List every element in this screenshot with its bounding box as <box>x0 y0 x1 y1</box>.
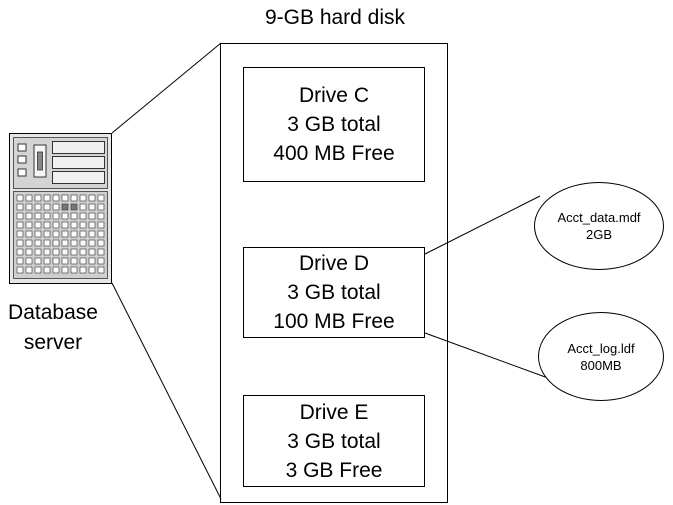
drive-name: Drive D <box>298 252 369 275</box>
drive-free: 400 MB Free <box>273 142 395 165</box>
hard-disk-title: 9-GB hard disk <box>264 6 406 29</box>
connector-log-file <box>424 332 549 379</box>
drive-total: 3 GB total <box>287 113 381 136</box>
file-name: Acct_data.mdf <box>557 210 641 225</box>
database-server-icon <box>9 133 112 284</box>
drive-total: 3 GB total <box>287 281 381 304</box>
server-label-line2: server <box>23 331 83 354</box>
drive-name: Drive C <box>298 84 369 107</box>
hard-disk-box <box>220 43 448 503</box>
drive-total: 3 GB total <box>287 429 381 453</box>
drive-free: 3 GB Free <box>285 458 383 482</box>
zoom-line-bottom <box>111 282 222 500</box>
server-label-line1: Database <box>8 301 98 324</box>
server-label: Database server <box>0 298 106 358</box>
file-name: Acct_log.ldf <box>567 340 635 356</box>
connector-data-file <box>424 195 541 255</box>
drive-e-box: Drive E 3 GB total 3 GB Free <box>243 395 425 487</box>
file-size: 800MB <box>580 357 622 373</box>
data-file-ellipse: Acct_data.mdf 2GB <box>534 182 664 270</box>
drive-c-box: Drive C 3 GB total 400 MB Free <box>243 67 425 182</box>
drive-d-box: Drive D 3 GB total 100 MB Free <box>243 247 425 338</box>
log-file-ellipse: Acct_log.ldf 800MB <box>538 312 664 401</box>
zoom-line-top <box>111 42 222 134</box>
file-size: 2GB <box>585 227 612 242</box>
drive-name: Drive E <box>299 400 369 424</box>
drive-free: 100 MB Free <box>273 310 395 333</box>
